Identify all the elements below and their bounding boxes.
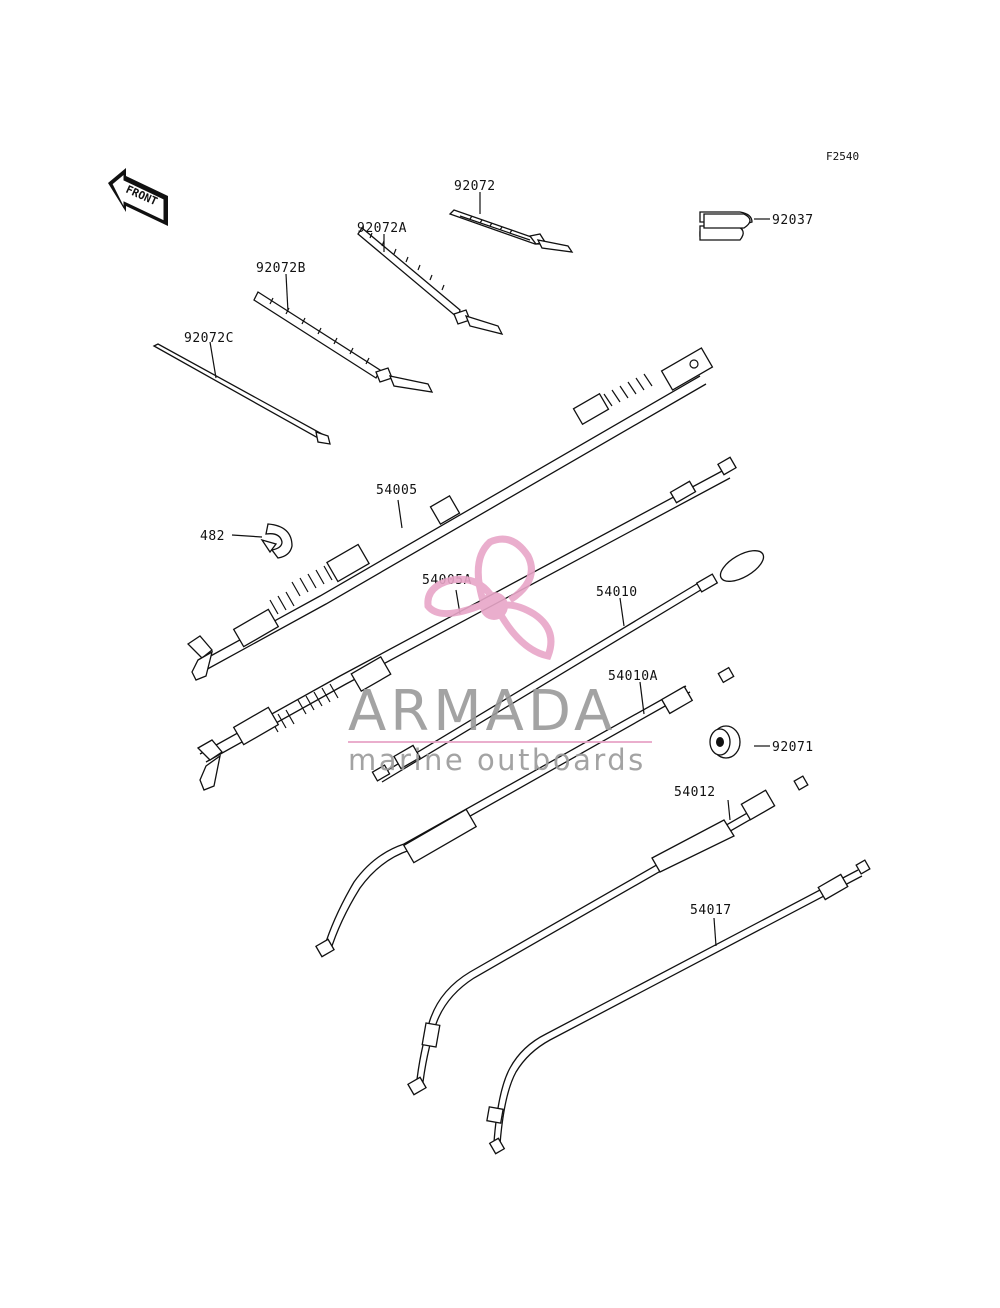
figure-code: F2540 [826, 150, 859, 163]
cable-tie-92072C [152, 343, 331, 445]
label-482: 482 [200, 529, 225, 544]
clip-482 [260, 523, 293, 559]
cable-54010 [371, 550, 765, 783]
front-arrow-icon: FRONT [108, 168, 168, 226]
label-92071: 92071 [772, 740, 814, 755]
label-92072: 92072 [454, 179, 496, 194]
cable-tie-92072A [357, 227, 504, 335]
cable-54012 [407, 775, 809, 1096]
watermark-tagline: marine outboards [348, 743, 646, 777]
grommet-92071 [709, 725, 741, 759]
label-92072A: 92072A [357, 221, 407, 236]
leader-lines [209, 192, 770, 747]
cable-54005A [196, 456, 737, 791]
armada-propeller-logo-icon [424, 535, 555, 661]
label-54005: 54005 [376, 483, 418, 498]
watermark: ARMADA marine outboards [348, 535, 652, 777]
cable-tie-92072B [253, 291, 434, 393]
cable-54005 [186, 347, 714, 681]
cable-54010A [315, 666, 735, 958]
cable-54017 [486, 859, 871, 1155]
label-92037: 92037 [772, 213, 814, 228]
label-54012: 54012 [674, 785, 716, 800]
clamp-92037 [699, 211, 753, 241]
part-labels: 92072 92072A 92072B 92072C 92037 54005 4… [184, 179, 814, 918]
label-92072B: 92072B [256, 261, 306, 276]
label-54010: 54010 [596, 585, 638, 600]
label-54010A: 54010A [608, 669, 658, 684]
label-54017: 54017 [690, 903, 732, 918]
watermark-brand: ARMADA [348, 679, 616, 744]
cable-tie-92072 [448, 209, 574, 253]
label-92072C: 92072C [184, 331, 234, 346]
